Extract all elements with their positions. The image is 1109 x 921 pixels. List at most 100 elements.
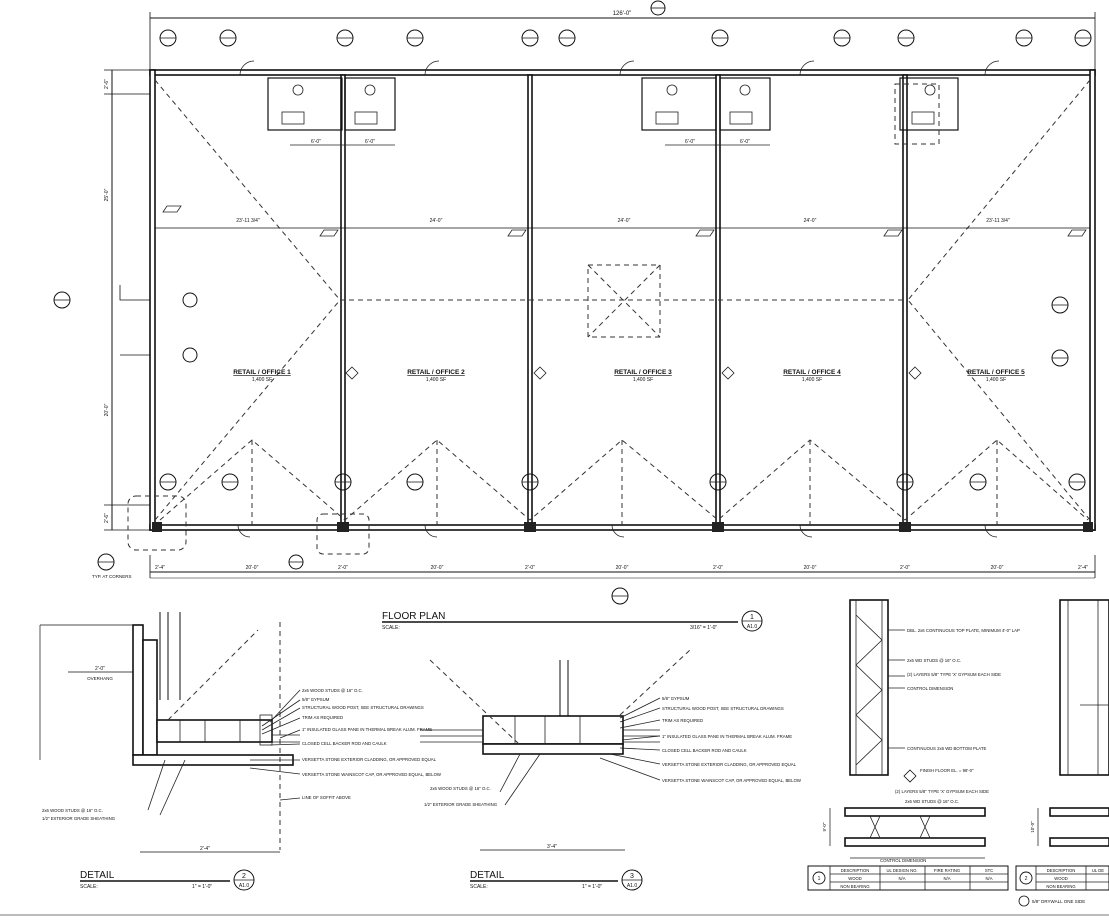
room-label-2: RETAIL / OFFICE 2 1,400 SF bbox=[407, 369, 465, 383]
wall-section-note: CONTINUOUS 2x6 WD BOTTOM PLATE bbox=[907, 746, 986, 751]
footnote: 5/8" DRYWALL ONE SIDE bbox=[1018, 895, 1085, 907]
doors-top bbox=[239, 60, 1000, 76]
rating-table-1: 1 DESCRIPTION UL DESIGN NO. FIRE RATING … bbox=[807, 865, 1009, 891]
detail3-note: 5/8" GYPSUM bbox=[662, 696, 690, 701]
wall-section-note: DBL. 2x6 CONTINUOUS TOP PLATE, MINIMUM 4… bbox=[907, 628, 1020, 633]
detail2-left-note: 2x6 WOOD STUDS @ 16" O.C. bbox=[42, 808, 103, 813]
detail3-note: VERSETTA STONE WAINSCOT CAP, OR APPROVED… bbox=[662, 778, 802, 783]
bottom-dim: 2'-0" bbox=[900, 565, 910, 571]
detail2-sheet: A1.0 bbox=[239, 883, 250, 889]
toilet-room-2: 6'-0" 6'-0" bbox=[641, 77, 771, 146]
detail3-title: DETAIL bbox=[470, 870, 505, 881]
room-labels: RETAIL / OFFICE 1 1,400 SF RETAIL / OFFI… bbox=[233, 369, 1025, 383]
left-dim-3: 20'-0" bbox=[104, 403, 110, 416]
section-bubble-left bbox=[53, 291, 71, 309]
toilet-room-1: 6'-0" 6'-0" bbox=[267, 77, 396, 146]
bottom-dim: 20'-0" bbox=[804, 565, 817, 571]
room-area: 1,400 SF bbox=[633, 377, 653, 383]
rating-header: FIRE RATING bbox=[934, 868, 960, 873]
bottom-dim: 20'-0" bbox=[431, 565, 444, 571]
detail-3: 3'-4" 5/8" GYPSUM STRUCTURAL WOOD POST, … bbox=[420, 649, 802, 891]
wall-plan-dim-2: 10'-0" bbox=[1030, 821, 1035, 833]
rating-cell: NON BEARING bbox=[840, 884, 869, 889]
detail2-note: TRIM AS REQUIRED bbox=[302, 715, 343, 720]
detail3-dim-bottom: 3'-4" bbox=[547, 844, 557, 850]
rating2-cell: WOOD bbox=[1054, 876, 1068, 881]
detail2-note: LINE OF SOFFIT ABOVE bbox=[302, 795, 351, 800]
detail3-scale-label: SCALE: bbox=[470, 884, 488, 890]
room-label-1: RETAIL / OFFICE 1 1,400 SF bbox=[233, 369, 291, 383]
left-dim-2: 25'-0" bbox=[104, 188, 110, 201]
detail2-title: DETAIL bbox=[80, 870, 115, 881]
detail3-note: CLOSED CELL BACKER ROD AND CAULK bbox=[662, 748, 747, 753]
detail2-note: VERSETTA STONE WAINSCOT CAP, OR APPROVED… bbox=[302, 772, 442, 777]
left-dim-1: 2'-6" bbox=[104, 79, 110, 89]
detail3-note: TRIM AS REQUIRED bbox=[662, 718, 703, 723]
rating-cell: N/A bbox=[986, 876, 993, 881]
bottom-dim: 2'-0" bbox=[525, 565, 535, 571]
wall-section: DBL. 2x6 CONTINUOUS TOP PLATE, MINIMUM 4… bbox=[822, 599, 1109, 863]
bottom-dim: 2'-4" bbox=[155, 565, 165, 571]
detail2-note: STRUCTURAL WOOD POST, SEE STRUCTURAL DRA… bbox=[302, 705, 424, 710]
mid-dim-5: 23'-11 3/4" bbox=[986, 218, 1010, 224]
detail2-note: VERSETTA STONE EXTERIOR CLADDING, OR APP… bbox=[302, 757, 437, 762]
rating2-num: 2 bbox=[1025, 876, 1028, 882]
rating-table-2: 2 DESCRIPTION UL DE WOOD NON BEARING bbox=[1015, 865, 1109, 891]
section-bubble-bottom bbox=[611, 587, 629, 605]
rating-header: DESCRIPTION bbox=[841, 868, 870, 873]
rating-header: STC bbox=[985, 868, 993, 873]
room-name: RETAIL / OFFICE 3 bbox=[614, 369, 672, 376]
detail2-left-note: 1/2" EXTERIOR GRADE SHEATHING bbox=[42, 816, 116, 821]
detail2-note: 2x6 WOOD STUDS @ 16" O.C. bbox=[302, 688, 363, 693]
detail3-num: 3 bbox=[630, 873, 634, 880]
bottom-dim: 20'-0" bbox=[991, 565, 1004, 571]
detail2-note: 5/8" GYPSUM bbox=[302, 697, 330, 702]
detail2-overhang: 2'-0" bbox=[95, 666, 105, 672]
top-dimension: 126'-0" bbox=[149, 0, 1096, 70]
bottom-dim: 20'-0" bbox=[246, 565, 259, 571]
mid-dim-3: 24'-0" bbox=[618, 218, 631, 224]
wall-section-note: CONTROL DIMENSION bbox=[907, 686, 953, 691]
toilet-dim: 6'-0" bbox=[740, 139, 750, 145]
corner-callouts: TYP. AT CORNERS bbox=[92, 495, 370, 579]
floor-plan-title-block: FLOOR PLAN SCALE: 3/16" = 1'-0" 1 A1.0 bbox=[382, 610, 763, 632]
typ-corners-label: TYP. AT CORNERS bbox=[92, 574, 132, 579]
detail2-scale: 1" = 1'-0" bbox=[192, 884, 212, 890]
detail2-num: 2 bbox=[242, 873, 246, 880]
mid-dim-4: 24'-0" bbox=[804, 218, 817, 224]
detail3-scale: 1" = 1'-0" bbox=[582, 884, 602, 890]
floor-plan-sheet: A1.0 bbox=[747, 624, 758, 630]
rating2-cell: NON BEARING bbox=[1046, 884, 1075, 889]
room-label-3: RETAIL / OFFICE 3 1,400 SF bbox=[614, 369, 672, 383]
rating-header: UL DESIGN NO. bbox=[886, 868, 917, 873]
ceiling-lines bbox=[154, 79, 1091, 525]
wall-plan-note: (2) LAYERS 5/8" TYPE 'X' GYPSUM EACH SID… bbox=[895, 789, 989, 794]
floor-plan-scale-label: SCALE: bbox=[382, 625, 400, 631]
bottom-dim: 2'-4" bbox=[1078, 565, 1088, 571]
detail2-note: CLOSED CELL BACKER ROD AND CAULK bbox=[302, 741, 387, 746]
left-dim-4: 2'-6" bbox=[104, 513, 110, 523]
detail2-note: 1" INSULATED GLASS PANE IN THERMAL BREAK… bbox=[302, 727, 432, 732]
floor-plan-num: 1 bbox=[750, 614, 754, 621]
overall-dimension: 126'-0" bbox=[613, 11, 632, 17]
rating-cell: WOOD bbox=[848, 876, 862, 881]
toilet-dim: 6'-0" bbox=[311, 139, 321, 145]
detail3-left-note: 1/2" EXTERIOR GRADE SHEATHING bbox=[424, 802, 498, 807]
detail3-sheet: A1.0 bbox=[627, 883, 638, 889]
bottom-dimensions: 2'-4" 20'-0" 2'-0" 20'-0" 2'-0" 20'-0" 2… bbox=[149, 555, 1096, 605]
rating2-header: DESCRIPTION bbox=[1047, 868, 1076, 873]
wall-plan-control: CONTROL DIMENSION bbox=[880, 858, 926, 863]
room-label-4: RETAIL / OFFICE 4 1,400 SF bbox=[783, 369, 841, 383]
grid-bubbles-lower bbox=[159, 296, 1086, 491]
wall-section-note: (2) LAYERS 5/8" TYPE 'X' GYPSUM EACH SID… bbox=[907, 672, 1001, 677]
rating-cell: N/A bbox=[899, 876, 906, 881]
detail2-dim-bottom: 2'-4" bbox=[200, 846, 210, 852]
detail3-note: VERSETTA STONE EXTERIOR CLADDING, OR APP… bbox=[662, 762, 797, 767]
rating-num: 1 bbox=[818, 876, 821, 882]
room-name: RETAIL / OFFICE 1 bbox=[233, 369, 291, 376]
detail3-note: STRUCTURAL WOOD POST, SEE STRUCTURAL DRA… bbox=[662, 706, 784, 711]
wall-plan-dim: 9'-0" bbox=[822, 822, 827, 831]
doors-bottom bbox=[237, 524, 998, 538]
bottom-dim: 2'-0" bbox=[338, 565, 348, 571]
